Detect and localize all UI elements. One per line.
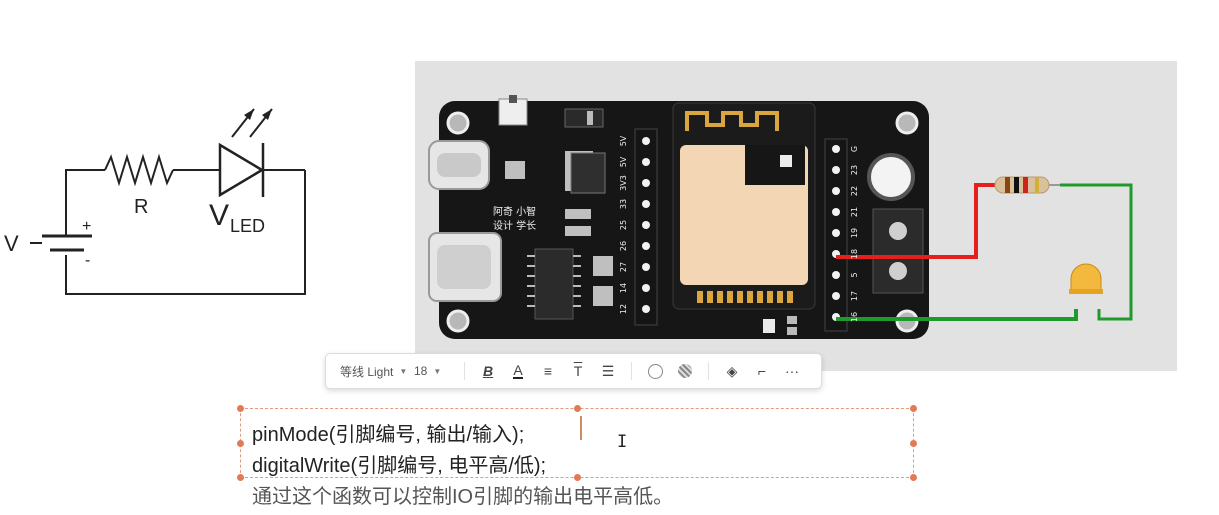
edit-path-button[interactable]: ⌐ xyxy=(747,357,777,385)
board-logo xyxy=(489,203,551,231)
resize-handle[interactable] xyxy=(910,440,917,447)
right-pin-label: 16 xyxy=(850,312,859,322)
resize-handle[interactable] xyxy=(237,405,244,412)
led-circuit-schematic: V + - R V LED xyxy=(4,108,306,295)
font-family-select[interactable]: 等线 Light▼ xyxy=(340,364,408,379)
toolbar-divider xyxy=(464,362,465,380)
antenna-trace xyxy=(685,111,779,131)
green-wire xyxy=(836,309,1078,321)
text-box-selection[interactable] xyxy=(237,405,917,481)
more-options-button[interactable]: ··· xyxy=(785,363,799,379)
resistor-component xyxy=(994,176,1050,194)
resistor-symbol xyxy=(104,153,174,187)
plus-sign: + xyxy=(82,218,91,235)
right-pin-label: 18 xyxy=(850,249,859,259)
usb-serial-chip xyxy=(534,248,574,320)
green-wire-2 xyxy=(1060,183,1133,321)
right-pin-label: 19 xyxy=(850,228,859,238)
screw-terminal xyxy=(872,208,924,294)
border-button[interactable] xyxy=(640,357,670,385)
font-size-select[interactable]: 18▼ xyxy=(414,364,442,378)
svg-text:设计 学长: 设计 学长 xyxy=(493,219,536,232)
right-pin-label: G xyxy=(850,146,859,152)
right-pin-label: 23 xyxy=(850,165,859,175)
text-style-button[interactable]: T xyxy=(573,363,583,379)
left-pin-label: 12 xyxy=(619,304,628,314)
resize-handle[interactable] xyxy=(574,405,581,412)
left-pin-label: 3V3 xyxy=(619,175,628,191)
minus-sign: - xyxy=(85,252,90,269)
svg-text:阿奇 小智: 阿奇 小智 xyxy=(493,205,536,218)
left-pin-label: 27 xyxy=(619,262,628,272)
left-pin-label: 5V xyxy=(619,156,628,167)
resistor-label: R xyxy=(134,196,148,218)
chevron-down-icon: ▼ xyxy=(433,366,442,376)
text-format-toolbar: 等线 Light▼ 18▼ B A ≡ T ☰ ◈ ⌐ ··· xyxy=(325,353,822,389)
yellow-led xyxy=(1070,263,1102,292)
left-pin-label: 5V xyxy=(619,135,628,146)
board-image-panel: 阿奇 小智 设计 学长 xyxy=(415,61,1177,371)
right-pin-label: 5 xyxy=(850,272,859,277)
red-wire xyxy=(836,183,995,259)
voltage-regulator xyxy=(570,152,606,194)
circle-outline-icon xyxy=(647,363,663,379)
right-pin-label: 17 xyxy=(850,291,859,301)
battery-label: V xyxy=(4,231,19,256)
left-pin-label: 33 xyxy=(619,199,628,209)
description-text[interactable]: 通过这个函数可以控制IO引脚的输出电平高低。 xyxy=(252,486,674,508)
right-pin-label: 22 xyxy=(850,186,859,196)
code-line-digitalwrite[interactable]: digitalWrite(引脚编号, 电平高/低); xyxy=(252,455,547,477)
buzzer xyxy=(867,153,915,201)
resize-handle[interactable] xyxy=(910,405,917,412)
text-cursor xyxy=(580,416,582,440)
edit-path-icon: ⌐ xyxy=(757,363,767,379)
pattern-fill-icon xyxy=(678,364,692,378)
fill-button[interactable] xyxy=(670,357,700,385)
font-color-button[interactable]: A xyxy=(513,362,523,379)
resize-handle[interactable] xyxy=(237,440,244,447)
left-pin-label: 14 xyxy=(619,283,628,293)
led-voltage-subscript: LED xyxy=(230,216,265,236)
list-icon: ☰ xyxy=(601,362,615,379)
resize-handle[interactable] xyxy=(237,474,244,481)
list-button[interactable]: ☰ xyxy=(593,357,623,385)
led-voltage-label: V xyxy=(209,199,229,232)
slide-switch xyxy=(498,98,528,126)
ibeam-cursor-icon: I xyxy=(617,432,628,452)
align-button[interactable]: ≡ xyxy=(543,363,553,379)
chevron-down-icon: ▼ xyxy=(399,366,408,376)
resize-handle[interactable] xyxy=(574,474,581,481)
resize-handle[interactable] xyxy=(910,474,917,481)
left-pin-label: 26 xyxy=(619,241,628,251)
toolbar-divider xyxy=(708,362,709,380)
led-symbol xyxy=(218,142,265,198)
left-pin-label: 25 xyxy=(619,220,628,230)
toolbar-divider xyxy=(631,362,632,380)
bold-button[interactable]: B xyxy=(482,363,494,379)
layer-button[interactable]: ◈ xyxy=(717,357,747,385)
code-line-pinmode[interactable]: pinMode(引脚编号, 输出/输入); xyxy=(252,424,525,446)
layers-icon: ◈ xyxy=(726,362,738,379)
right-pin-label: 21 xyxy=(850,207,859,217)
